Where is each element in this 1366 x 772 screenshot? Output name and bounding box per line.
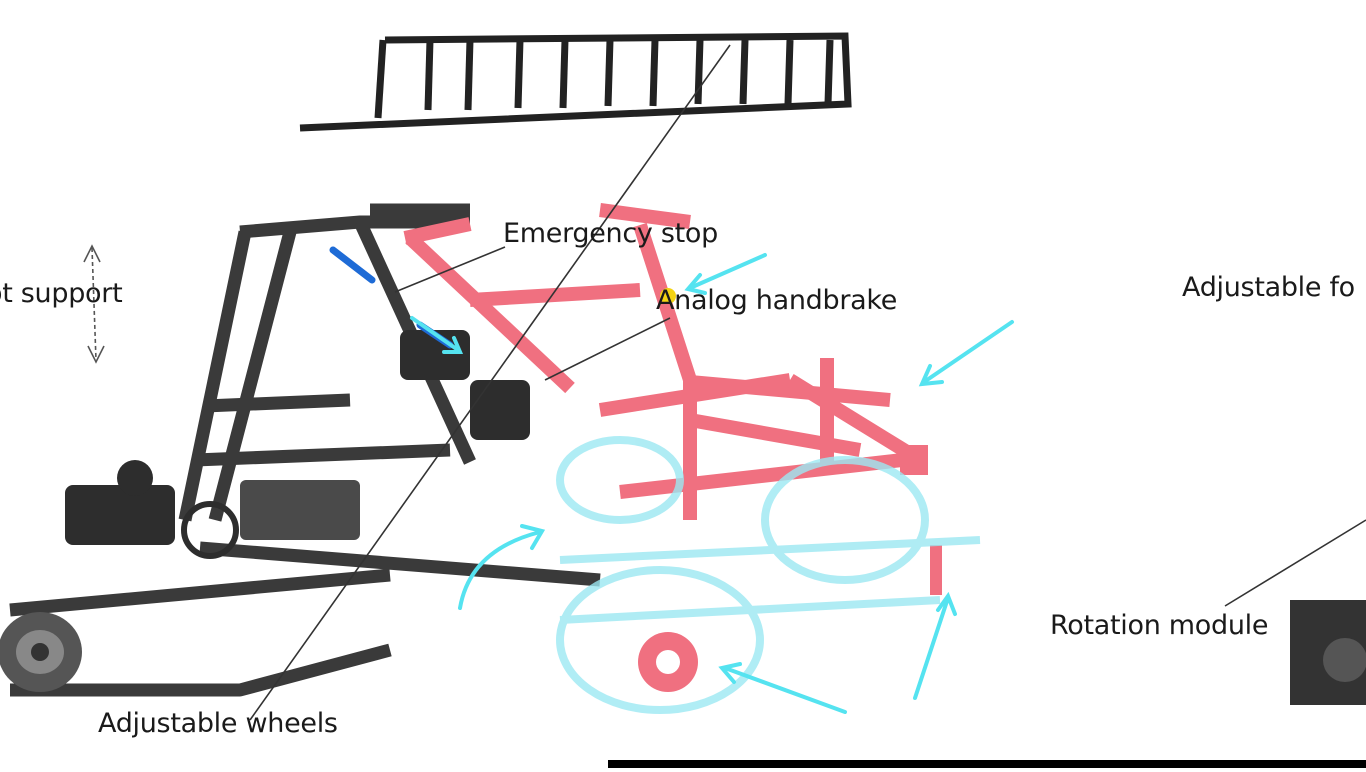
cyan-wheels	[556, 436, 981, 714]
bottom-divider	[608, 760, 1366, 768]
rotation-module-label: Rotation module	[1050, 610, 1269, 641]
dark-frame	[9, 203, 601, 697]
foot-support-label-left: ot support	[0, 278, 123, 309]
leader-lines	[249, 44, 1366, 721]
handbrake-knob	[660, 288, 676, 304]
footrest-bracket	[299, 32, 852, 132]
left-wheel	[0, 612, 82, 692]
adjustable-foot-support-label: Adjustable fo	[1182, 272, 1355, 303]
rotation-hub	[638, 632, 698, 692]
adjustable-wheels-label: Adjustable wheels	[98, 708, 338, 739]
emergency-stop-label: Emergency stop	[503, 218, 718, 249]
red-pads	[820, 358, 942, 595]
analog-handbrake-label: Analog handbrake	[656, 285, 898, 316]
cyan-arrows	[410, 253, 1014, 714]
drive-components	[65, 330, 1366, 705]
foot-support-arrow	[83, 244, 105, 364]
